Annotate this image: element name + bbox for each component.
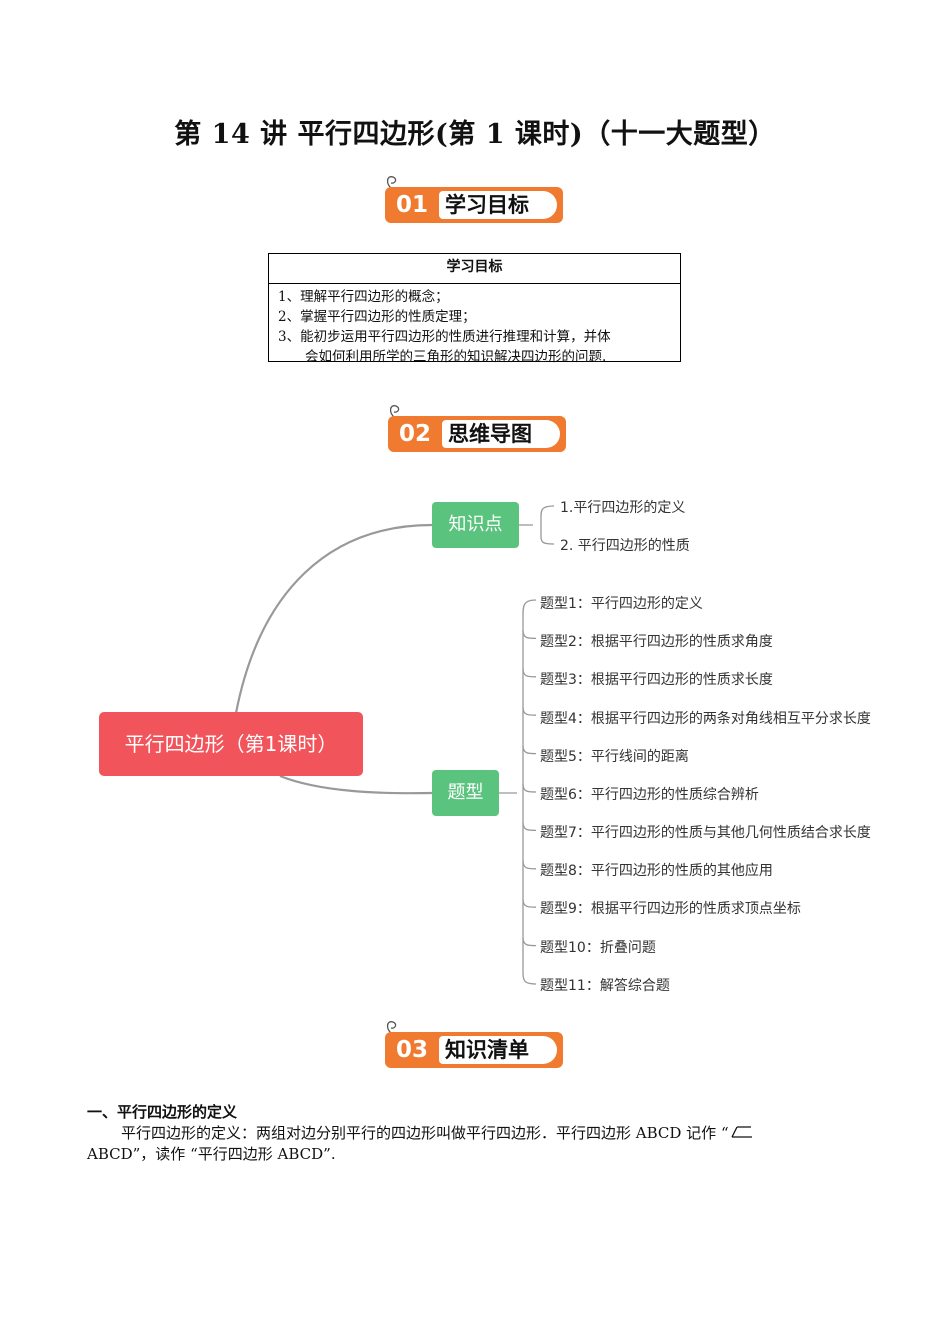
parallelogram-icon [731,1126,752,1138]
objective-item: 1、理解平行四边形的概念； [278,289,449,305]
pin-icon [386,1021,397,1035]
section-badge-objectives: 01 学习目标 [383,173,567,223]
type-leaf: 题型6：平行四边形的性质综合辨析 [540,787,759,803]
section-badge-knowledge: 03 知识清单 [383,1018,567,1068]
definition-paragraph: 平行四边形的定义：两组对边分别平行的四边形叫做平行四边形．平行四边形 ABCD … [87,1123,867,1165]
type-connector [522,783,537,793]
section-label: 学习目标 [439,191,557,219]
mindmap-root: 平行四边形（第1课时） [99,712,363,776]
objective-item: 会如何利用所学的三角形的知识解决四边形的问题. [305,349,607,365]
section-label: 思维导图 [442,420,560,448]
section-badge-mindmap: 02 思维导图 [386,402,570,452]
section-number: 01 [395,192,428,218]
knowledge-leaf: 2. 平行四边形的性质 [560,538,690,554]
type-connector [522,937,537,947]
branch-types: 题型 [432,770,499,816]
type-leaf: 题型3：根据平行四边形的性质求长度 [540,672,773,688]
definition-line: ABCD”，读作 “平行四边形 ABCD”. [87,1145,336,1163]
type-leaf: 题型8：平行四边形的性质的其他应用 [540,863,773,879]
section-number: 02 [398,421,431,447]
type-connector [522,860,537,870]
type-leaf: 题型2：根据平行四边形的性质求角度 [540,634,773,650]
type-leaf: 题型5：平行线间的距离 [540,749,689,765]
pin-icon [389,405,400,419]
section-label: 知识清单 [439,1036,557,1064]
type-leaf: 题型4：根据平行四边形的两条对角线相互平分求长度 [540,711,871,727]
type-connector [522,668,537,678]
type-connector [522,745,537,755]
type-leaf: 题型11：解答综合题 [540,978,670,994]
section-number: 03 [395,1037,428,1063]
branch-knowledge: 知识点 [432,502,519,548]
mind-map-connectors [234,505,555,985]
type-leaf: 题型10：折叠问题 [540,940,656,956]
objective-item: 2、掌握平行四边形的性质定理； [278,309,476,325]
type-connector [522,707,537,716]
objectives-table: 学习目标 1、理解平行四边形的概念； 2、掌握平行四边形的性质定理； 3、能初步… [268,253,681,365]
section-heading: 一、平行四边形的定义 [87,1103,238,1121]
type-connector [522,630,537,640]
type-connector [522,822,537,832]
type-leaf: 题型7：平行四边形的性质与其他几何性质结合求长度 [540,825,871,841]
objectives-header: 学习目标 [269,254,680,284]
definition-line: 平行四边形的定义：两组对边分别平行的四边形叫做平行四边形．平行四边形 ABCD … [121,1124,729,1142]
knowledge-leaf: 1.平行四边形的定义 [560,500,686,516]
type-connector [522,899,537,908]
type-leaf: 题型1：平行四边形的定义 [540,596,703,612]
type-leaf: 题型9：根据平行四边形的性质求顶点坐标 [540,901,801,917]
objective-item: 3、能初步运用平行四边形的性质进行推理和计算，并体 [278,329,611,345]
page-title: 第 14 讲 平行四边形(第 1 课时)（十一大题型） [174,119,776,150]
pin-icon [386,176,397,190]
mind-map: 平行四边形（第1课时） 知识点 题型 1.平行四边形的定义 2. 平行四边形的性… [0,480,950,1010]
